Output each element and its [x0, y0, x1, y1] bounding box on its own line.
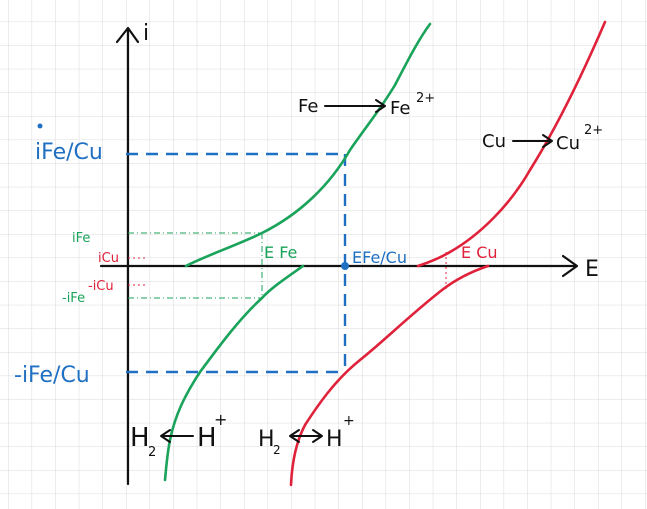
minus-i-cu-label: -iCu [88, 279, 114, 294]
fe-helper-lines [128, 232, 263, 299]
cu-oxidation-curve [416, 20, 607, 268]
minus-i-fe-label: -iFe [62, 291, 85, 306]
axes: i E [99, 21, 599, 486]
h-double-arrow-2-head-left [289, 429, 300, 443]
plus-label-1: + [214, 410, 227, 429]
fe-right-label: Fe [390, 98, 410, 119]
e-fe-cu-label: EFe/Cu [352, 248, 407, 267]
i-fe-cu-dot [37, 123, 43, 129]
fe-oxidation-curve [184, 22, 432, 268]
cu-reduction-curve [289, 264, 490, 487]
reaction-labels: Fe Fe 2+ Cu Cu 2+ H 2 H + H 2 H + [130, 91, 603, 460]
i-fe-cu-label: iFe/Cu [35, 140, 103, 165]
cu-curves [289, 20, 607, 487]
i-fe-label: iFe [72, 231, 90, 246]
h-double-arrow-2-head-right [312, 429, 323, 443]
fe-reaction-arrow-head [375, 99, 386, 113]
cu-left-label: Cu [482, 131, 506, 152]
plus-label-2: + [343, 413, 355, 429]
hplus-label-1: H [197, 423, 217, 453]
fe-curves [163, 22, 432, 482]
e-fe-label: E Fe [264, 243, 297, 262]
h2-sub-label-2: 2 [273, 443, 281, 457]
green-labels: iFe -iFe E Fe [62, 231, 297, 306]
cu-helper-lines [128, 252, 447, 290]
mixed-potential-point [341, 262, 349, 270]
red-labels: iCu -iCu E Cu [88, 243, 498, 294]
cu-reaction-arrow-head [542, 134, 553, 148]
h2-label-1: H [130, 423, 150, 453]
hplus-label-2: H [326, 427, 343, 452]
fe-charge-label: 2+ [416, 91, 435, 106]
x-axis-label: E [585, 257, 599, 282]
y-axis-label: i [143, 21, 149, 46]
i-cu-label: iCu [98, 251, 119, 266]
minus-i-fe-cu-label: -iFe/Cu [14, 363, 90, 388]
e-cu-label: E Cu [461, 243, 498, 262]
h2-evolution-curve-green [163, 264, 305, 482]
h2-label-2: H [258, 427, 275, 452]
fe-left-label: Fe [298, 96, 318, 117]
y-axis-arrow [115, 26, 140, 44]
x-axis-arrow [561, 254, 579, 278]
h2-sub-label-1: 2 [148, 445, 156, 460]
reaction-arrows [160, 99, 553, 443]
h-left-arrow-1-head [160, 429, 171, 443]
cu-charge-label: 2+ [584, 123, 603, 138]
blue-labels: iFe/Cu -iFe/Cu EFe/Cu [14, 123, 407, 388]
cu-right-label: Cu [556, 133, 580, 154]
